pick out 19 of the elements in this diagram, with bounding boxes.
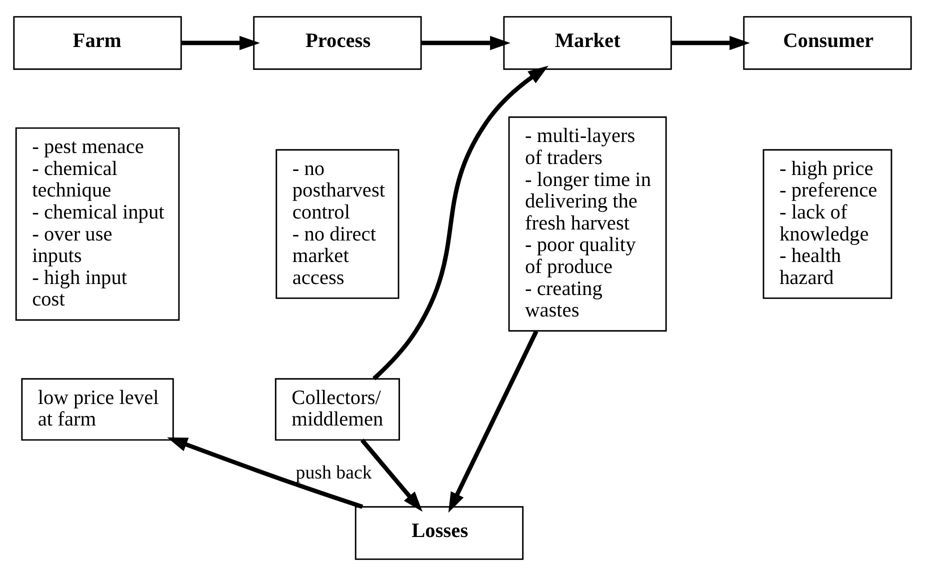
arrow <box>671 36 750 50</box>
node-box: Process <box>253 16 422 70</box>
node-box: low price level at farm <box>21 378 174 441</box>
node-box: Market <box>503 16 672 70</box>
arrow <box>372 66 548 380</box>
node-box: - multi-layers of traders - longer time in delivering the fresh harvest - poor quality of produce - creating wastes <box>508 116 667 332</box>
node-box: Consumer <box>743 16 912 70</box>
arrow <box>167 437 364 509</box>
node-box: Losses <box>354 506 524 560</box>
node-box: - pest menace - chemical technique - chemical input - over use inputs - high input cost <box>15 127 180 321</box>
node-box: - high price - preference - lack of knowledge - health hazard <box>762 149 892 299</box>
node-box: Collectors/ middlemen <box>274 378 400 441</box>
arrow <box>448 330 538 513</box>
arrow <box>360 438 423 512</box>
arrow <box>421 36 510 50</box>
node-box: - no postharvest control - no direct market access <box>276 149 400 299</box>
edge-label: push back <box>296 462 372 484</box>
arrow <box>181 36 260 50</box>
node-box: Farm <box>13 16 182 70</box>
